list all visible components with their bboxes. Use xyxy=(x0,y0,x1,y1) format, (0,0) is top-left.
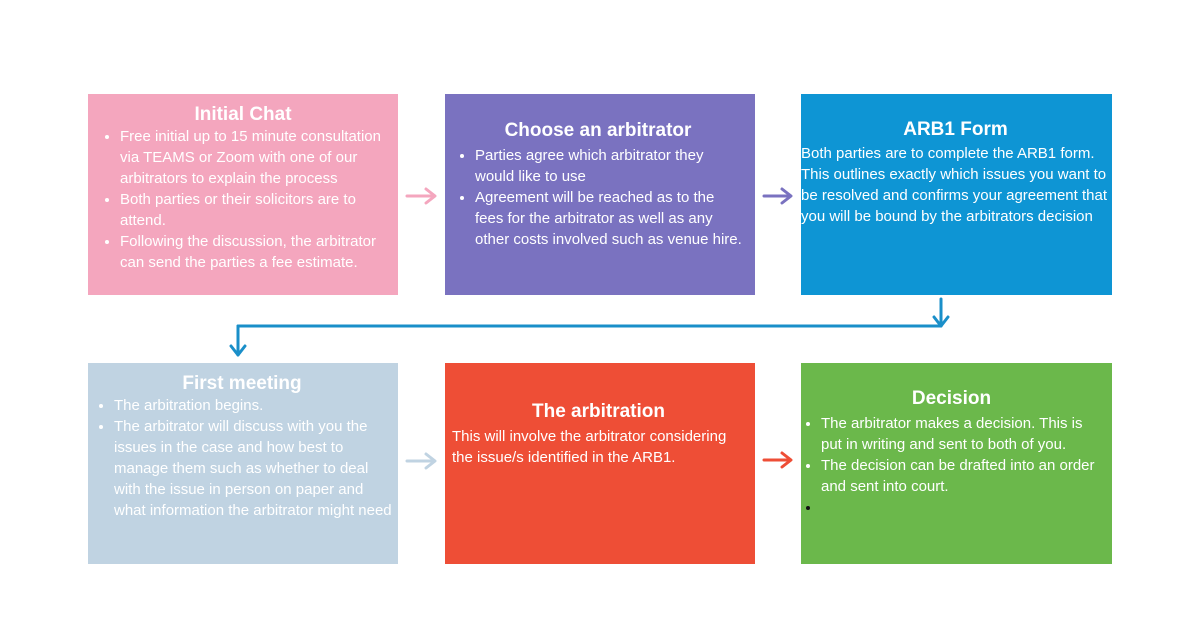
list-item: Free initial up to 15 minute consultatio… xyxy=(120,126,390,189)
list-item: Parties agree which arbitrator they woul… xyxy=(475,145,745,187)
step-bullet-list: Free initial up to 15 minute consultatio… xyxy=(96,126,390,273)
step-description: This will involve the arbitrator conside… xyxy=(452,428,727,466)
arrow-right-icon xyxy=(762,187,793,205)
list-item: Both parties or their solicitors are to … xyxy=(120,189,390,231)
list-item: The arbitrator makes a decision. This is… xyxy=(821,413,1102,455)
step-the-arbitration: The arbitration This will involve the ar… xyxy=(445,363,755,564)
step-bullet-list: Parties agree which arbitrator they woul… xyxy=(451,145,745,250)
step-choose-arbitrator: Choose an arbitrator Parties agree which… xyxy=(445,94,755,295)
list-item: The arbitrator will discuss with you the… xyxy=(114,416,392,521)
step-bullet-list: The arbitrator makes a decision. This is… xyxy=(801,413,1102,518)
arrow-right-icon xyxy=(405,452,437,470)
list-item: The arbitration begins. xyxy=(114,395,392,416)
step-title: First meeting xyxy=(182,373,302,394)
step-bullet-list: The arbitration begins. The arbitrator w… xyxy=(92,395,392,521)
step-arb1-form: ARB1 Form Both parties are to complete t… xyxy=(801,94,1112,295)
step-title: ARB1 Form xyxy=(903,119,1008,140)
step-first-meeting: First meeting The arbitration begins. Th… xyxy=(88,363,398,564)
step-decision: Decision The arbitrator makes a decision… xyxy=(801,363,1112,564)
step-description: Both parties are to complete the ARB1 fo… xyxy=(801,145,1107,225)
step-title: Choose an arbitrator xyxy=(504,120,692,141)
list-item: Agreement will be reached as to the fees… xyxy=(475,187,745,250)
arrow-right-icon xyxy=(405,187,437,205)
arrow-elbow-icon xyxy=(229,297,950,357)
step-initial-chat: Initial Chat Free initial up to 15 minut… xyxy=(88,94,398,295)
step-title: Initial Chat xyxy=(194,104,292,125)
step-title: The arbitration xyxy=(531,401,665,422)
list-item: Following the discussion, the arbitrator… xyxy=(120,231,390,273)
arrow-right-icon xyxy=(762,451,793,469)
list-item: The decision can be drafted into an orde… xyxy=(821,455,1102,497)
step-title: Decision xyxy=(911,388,992,409)
